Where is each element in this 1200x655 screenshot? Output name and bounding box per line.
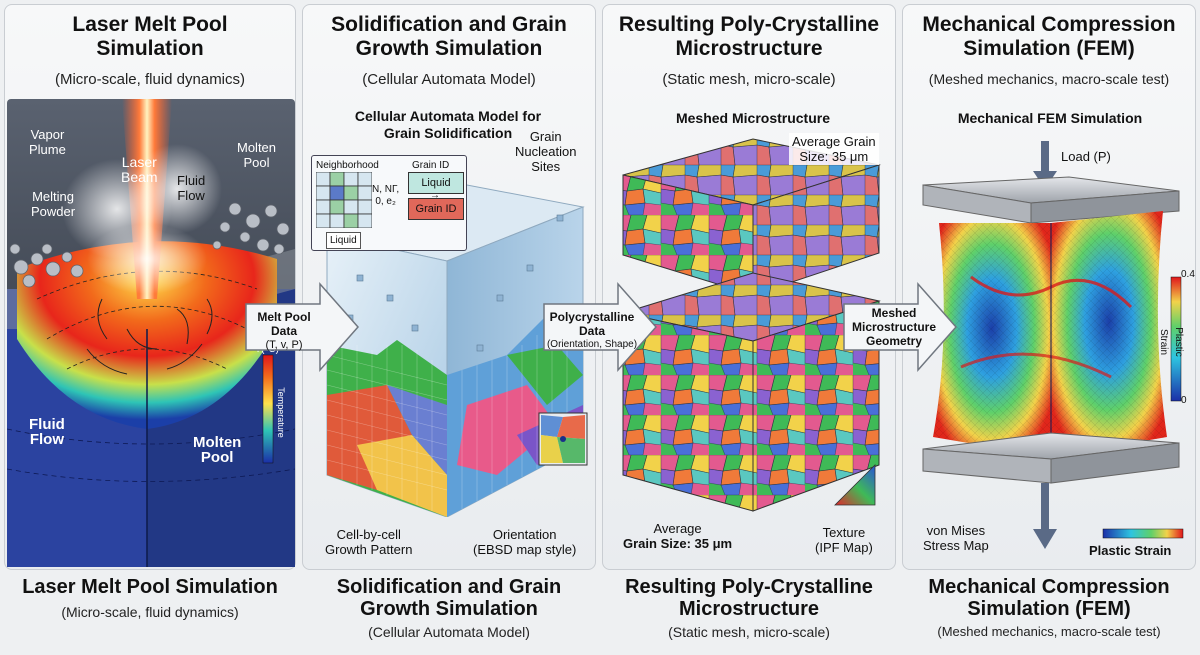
caption-subtitle: (Static mesh, micro-scale) [668,624,830,640]
panel-title-line1: Laser Melt Pool [72,13,228,36]
caption-microstructure: Resulting Poly-Crystalline Microstructur… [602,576,896,640]
label-load: Load (P) [1061,149,1111,164]
grain-id-state-box: Grain ID [408,198,464,220]
caption-title: Laser Melt Pool Simulation [22,576,278,598]
caption-laser-melt-pool: Laser Melt Pool Simulation (Micro-scale,… [4,576,296,620]
panel-title: Resulting Poly-Crystalline Microstructur… [603,13,895,61]
caption-title-line2: Growth Simulation [360,598,538,620]
liquid-state-box: Liquid [408,172,464,194]
caption-solidification: Solidification and Grain Growth Simulati… [302,576,596,640]
panel-subtitle: (Static mesh, micro-scale) [662,71,836,88]
caption-subtitle: (Micro-scale, fluid dynamics) [61,604,239,620]
panel-laser-melt-pool: Laser Melt Pool Simulation (Micro-scale,… [4,4,296,570]
neighborhood-inset: Neighborhood N, NΓ,0, e₂ Grain ID Liquid… [311,155,467,251]
caption-title-line2: Simulation (FEM) [967,598,1131,620]
caption-title-line1: Resulting Poly-Crystalline [625,576,873,598]
panel-subtitle: (Cellular Automata Model) [362,71,536,88]
panel-title-line2: Simulation [96,37,204,60]
panel-title: Mechanical Compression Simulation (FEM) [903,13,1195,61]
neighborhood-grid [316,172,372,228]
meshed-microstructure-title: Meshed Microstructure [675,110,831,126]
scale-axis-label: Plastic Strain [1158,327,1184,357]
temperature-axis-label: Temperature [275,387,286,438]
transition-arrow-icon: → [430,190,440,201]
label-texture-ipf: Texture(IPF Map) [815,525,873,555]
liquid-tag: Liquid [326,232,361,249]
caption-title-line2: Microstructure [678,598,820,620]
caption-title-line1: Solidification and Grain [336,576,562,598]
caption-subtitle: (Meshed mechanics, macro-scale test) [937,624,1161,639]
neighborhood-label: Neighborhood [316,160,379,171]
fem-title: Mechanical FEM Simulation [957,110,1143,126]
panel-title-line2: Microstructure [675,37,823,60]
melt-pool-illustration [7,99,295,567]
ca-rule-text: N, NΓ,0, e₂ [372,184,400,207]
grain-growth-cube [325,184,588,517]
panel-title-line2: Growth Simulation [355,37,543,60]
scale-max: 0.4 [1181,269,1195,280]
caption-subtitle: (Cellular Automata Model) [368,624,530,640]
label-orientation: Orientation(EBSD map style) [473,527,577,557]
caption-title-line1: Mechanical Compression [928,576,1170,598]
panel-subtitle: (Meshed mechanics, macro-scale test) [928,71,1170,87]
panel-title: Solidification and Grain Growth Simulati… [303,13,595,61]
panel-title: Laser Melt Pool Simulation [5,13,295,61]
scale-min: 0 [1181,395,1187,406]
panel-mechanical-fem: Mechanical Compression Simulation (FEM) … [902,4,1196,570]
panel-microstructure: Resulting Poly-Crystalline Microstructur… [602,4,896,570]
panel-title-line1: Resulting Poly-Crystalline [618,13,880,36]
compression-test-illustration [922,141,1184,549]
caption-mechanical-fem: Mechanical Compression Simulation (FEM) … [902,576,1196,639]
grain-id-header: Grain ID [412,160,450,171]
panel-title-line2: Simulation (FEM) [963,37,1135,60]
panel-title-line1: Mechanical Compression [922,13,1176,36]
panel-title-line1: Solidification and Grain [331,13,567,36]
panel-subtitle: (Micro-scale, fluid dynamics) [54,71,246,88]
microstructure-blocks [621,138,881,512]
panel-solidification: Solidification and Grain Growth Simulati… [302,4,596,570]
label-plastic-strain: Plastic Strain [1089,543,1172,558]
